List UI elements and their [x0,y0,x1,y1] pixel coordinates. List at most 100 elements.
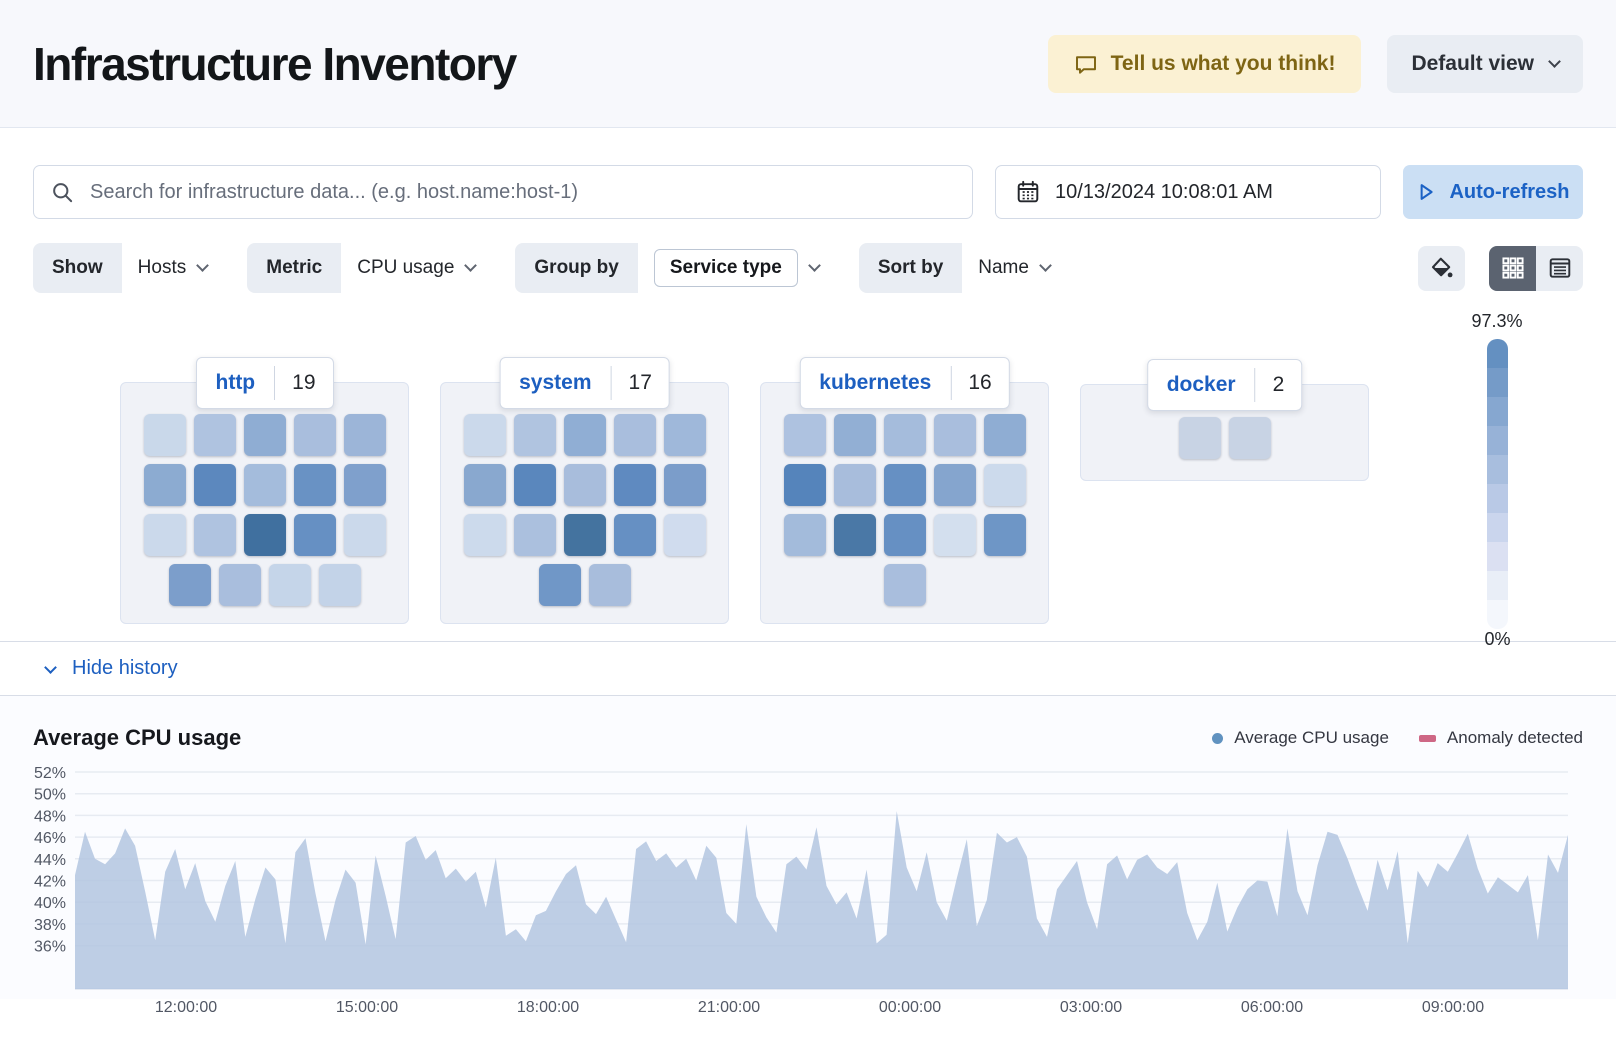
svg-text:00:00:00: 00:00:00 [879,999,941,1016]
group-count: 16 [950,366,1008,400]
host-square[interactable] [293,464,336,506]
group-name-link[interactable]: kubernetes [819,371,932,394]
group-panel-kubernetes: kubernetes 16 [760,357,1049,624]
host-square[interactable] [983,414,1026,456]
show-filter[interactable]: Show Hosts [33,243,223,293]
host-square[interactable] [663,414,706,456]
host-square[interactable] [513,464,556,506]
host-square[interactable] [563,514,606,556]
host-square[interactable] [193,514,236,556]
saved-view-selector[interactable]: Default view [1387,34,1583,93]
calendar-icon [1016,180,1040,204]
group-badge: system 17 [499,357,670,409]
show-filter-value[interactable]: Hosts [122,243,224,293]
group-name-link[interactable]: docker [1166,373,1236,396]
search-input[interactable] [88,179,955,205]
auto-refresh-button[interactable]: Auto-refresh [1403,165,1583,219]
group-by-filter[interactable]: Group by Service type [515,243,834,293]
host-square[interactable] [563,464,606,506]
group-name-link[interactable]: system [519,371,592,394]
svg-text:46%: 46% [34,830,66,847]
host-square[interactable] [883,464,926,506]
host-square[interactable] [193,464,236,506]
filter-toolbar: Show Hosts Metric CPU usage Group by Ser… [33,243,1583,293]
host-square[interactable] [218,564,261,606]
host-square[interactable] [783,514,826,556]
host-square[interactable] [613,464,656,506]
host-square[interactable] [833,464,876,506]
host-square[interactable] [513,414,556,456]
host-square[interactable] [143,514,186,556]
host-square[interactable] [563,414,606,456]
host-square[interactable] [193,414,236,456]
paint-bucket-icon [1430,256,1454,280]
host-square[interactable] [268,564,311,606]
host-square[interactable] [168,564,211,606]
host-square[interactable] [538,564,581,606]
metric-filter[interactable]: Metric CPU usage [247,243,491,293]
host-square[interactable] [833,514,876,556]
svg-text:42%: 42% [34,874,66,891]
metric-filter-value[interactable]: CPU usage [341,243,491,293]
date-picker[interactable]: 10/13/2024 10:08:01 AM [995,165,1381,219]
group-by-filter-value[interactable]: Service type [638,243,835,293]
scale-max-label: 97.3% [1471,311,1523,331]
host-square[interactable] [343,464,386,506]
host-square[interactable] [243,414,286,456]
sort-by-filter-value[interactable]: Name [962,243,1066,293]
host-square[interactable] [463,464,506,506]
host-square[interactable] [1178,417,1221,459]
host-square[interactable] [833,414,876,456]
legend-item-average-cpu[interactable]: Average CPU usage [1212,728,1389,748]
host-square[interactable] [613,514,656,556]
host-square[interactable] [513,514,556,556]
host-square[interactable] [293,414,336,456]
host-square[interactable] [983,464,1026,506]
host-square[interactable] [663,514,706,556]
host-square[interactable] [883,564,926,606]
svg-text:15:00:00: 15:00:00 [336,999,398,1016]
sort-by-filter[interactable]: Sort by Name [858,243,1066,293]
host-square[interactable] [883,514,926,556]
feedback-button[interactable]: Tell us what you think! [1047,34,1362,93]
host-square[interactable] [933,514,976,556]
group-panel-http: http 19 [120,357,409,624]
group-name-link[interactable]: http [215,371,256,394]
host-square[interactable] [983,514,1026,556]
host-square[interactable] [293,514,336,556]
host-square[interactable] [463,514,506,556]
host-square[interactable] [143,464,186,506]
host-square[interactable] [343,514,386,556]
host-square[interactable] [783,414,826,456]
host-square[interactable] [318,564,361,606]
host-square[interactable] [343,414,386,456]
host-square[interactable] [613,414,656,456]
host-square[interactable] [243,514,286,556]
legend-item-anomaly[interactable]: Anomaly detected [1418,728,1583,748]
host-square[interactable] [783,464,826,506]
host-square[interactable] [933,414,976,456]
table-view-toggle[interactable] [1536,245,1583,291]
host-square[interactable] [588,564,631,606]
chevron-down-icon [44,660,57,674]
group-badge: kubernetes 16 [799,357,1010,409]
hide-history-link[interactable]: Hide history [72,657,178,679]
history-chart-section: Average CPU usage Average CPU usage Anom… [0,696,1616,1016]
host-square[interactable] [883,414,926,456]
play-icon [1416,182,1436,202]
host-squares [441,414,728,606]
search-box[interactable] [33,165,973,219]
host-square[interactable] [463,414,506,456]
host-square[interactable] [143,414,186,456]
host-square[interactable] [933,464,976,506]
svg-text:36%: 36% [34,939,66,956]
host-square[interactable] [243,464,286,506]
sort-by-filter-label: Sort by [858,243,963,293]
color-palette-button[interactable] [1418,245,1465,291]
map-view-toggle[interactable] [1489,245,1536,291]
host-square[interactable] [1228,417,1271,459]
legend-bar-icon [1418,734,1436,742]
host-square[interactable] [663,464,706,506]
group-by-selected-pill[interactable]: Service type [653,249,798,287]
